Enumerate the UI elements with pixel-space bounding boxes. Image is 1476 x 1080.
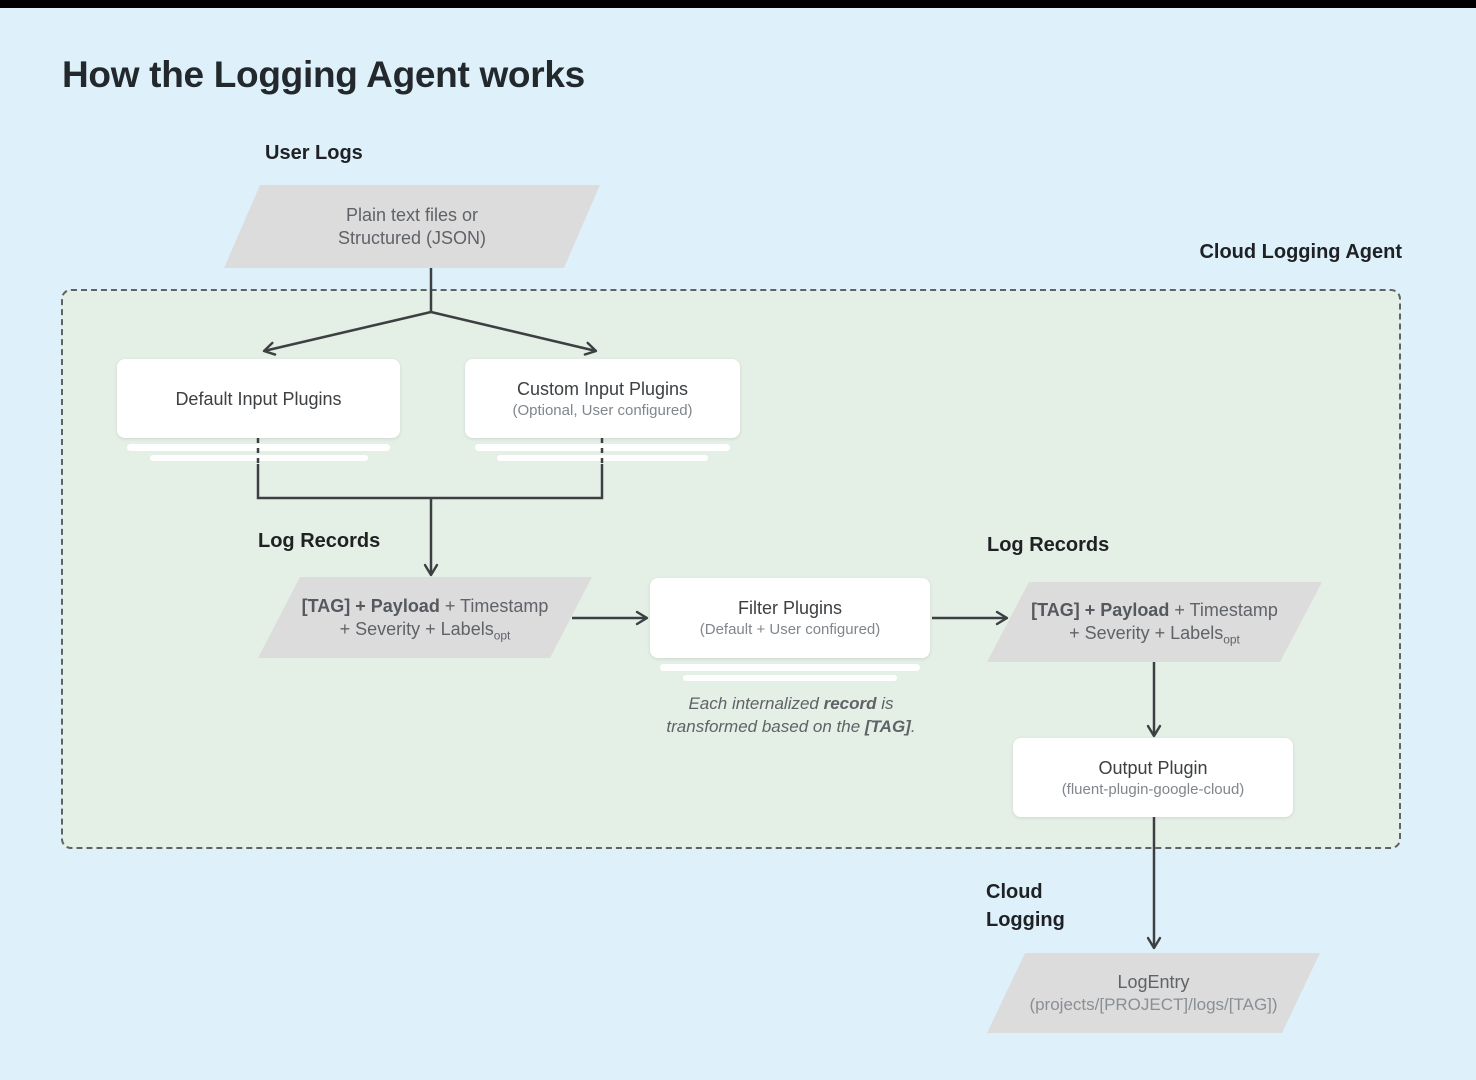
log-entry-title: LogEntry bbox=[1117, 972, 1190, 992]
cloud-logging-line2: Logging bbox=[986, 909, 1065, 931]
log-record-right-subscript: opt bbox=[1223, 632, 1240, 647]
note-part1: Each internalized bbox=[688, 694, 824, 713]
node-user-logs-file: Plain text files or Structured (JSON) bbox=[224, 185, 600, 268]
log-record-left-line2: + Severity + Labels bbox=[339, 618, 494, 639]
window-top-strip bbox=[0, 0, 1476, 8]
stacked-pages-custom-1 bbox=[475, 444, 730, 451]
stacked-pages-default-1 bbox=[127, 444, 390, 451]
node-filter-plugins: Filter Plugins (Default + User configure… bbox=[650, 578, 930, 658]
stacked-pages-default-2 bbox=[150, 455, 368, 461]
label-cloud-logging: Cloud Logging bbox=[986, 878, 1065, 934]
default-input-plugins-title: Default Input Plugins bbox=[175, 388, 342, 409]
filter-plugins-subtitle: (Default + User configured) bbox=[699, 621, 881, 638]
node-output-plugin: Output Plugin (fluent-plugin-google-clou… bbox=[1013, 738, 1293, 817]
page-title: How the Logging Agent works bbox=[62, 54, 585, 95]
custom-input-plugins-subtitle: (Optional, User configured) bbox=[512, 401, 693, 419]
node-default-input-plugins: Default Input Plugins bbox=[117, 359, 400, 438]
note-bold1: record bbox=[823, 694, 877, 713]
node-log-record-right: [TAG] + Payload + Timestamp + Severity +… bbox=[987, 582, 1322, 662]
filter-note: Each internalized record is transformed … bbox=[655, 692, 927, 738]
user-logs-file-line1: Plain text files or bbox=[345, 204, 479, 225]
node-log-entry: LogEntry (projects/[PROJECT]/logs/[TAG]) bbox=[987, 953, 1320, 1033]
custom-input-plugins-title: Custom Input Plugins bbox=[516, 378, 689, 399]
log-record-left-bold: [TAG] + Payload bbox=[301, 595, 440, 616]
log-record-left-line1-rest: + Timestamp bbox=[439, 595, 549, 616]
log-record-right-bold: [TAG] + Payload bbox=[1031, 600, 1170, 620]
log-record-right-line2: + Severity + Labels bbox=[1069, 623, 1224, 643]
output-plugin-subtitle: (fluent-plugin-google-cloud) bbox=[1061, 780, 1245, 798]
label-log-records-right: Log Records bbox=[987, 534, 1110, 556]
node-custom-input-plugins: Custom Input Plugins (Optional, User con… bbox=[465, 359, 740, 438]
log-entry-subtitle: (projects/[PROJECT]/logs/[TAG]) bbox=[1029, 995, 1278, 1014]
note-bold2: [TAG] bbox=[864, 717, 911, 736]
cloud-logging-line1: Cloud bbox=[986, 881, 1043, 903]
node-log-record-left: [TAG] + Payload + Timestamp + Severity +… bbox=[258, 577, 592, 658]
label-user-logs: User Logs bbox=[265, 142, 363, 164]
log-record-right-line1-rest: + Timestamp bbox=[1169, 600, 1278, 620]
output-plugin-title: Output Plugin bbox=[1098, 757, 1208, 778]
stacked-pages-custom-2 bbox=[497, 455, 708, 461]
stacked-pages-filter-2 bbox=[683, 675, 897, 681]
label-cloud-logging-agent: Cloud Logging Agent bbox=[1199, 241, 1402, 263]
note-part2: is transformed based on the bbox=[666, 694, 894, 736]
filter-plugins-title: Filter Plugins bbox=[737, 598, 843, 618]
label-log-records-left: Log Records bbox=[258, 530, 381, 552]
log-record-left-subscript: opt bbox=[493, 628, 511, 643]
user-logs-file-line2: Structured (JSON) bbox=[337, 227, 487, 248]
stacked-pages-filter-1 bbox=[660, 664, 920, 671]
note-part3: . bbox=[910, 717, 916, 736]
